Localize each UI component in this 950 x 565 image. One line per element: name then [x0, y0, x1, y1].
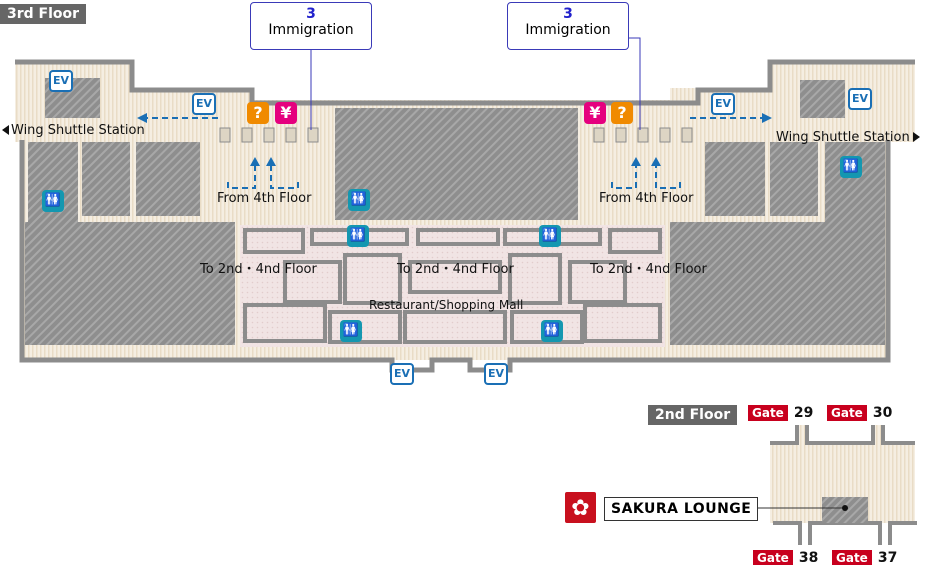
gate-badge: Gate: [748, 405, 788, 421]
restroom-icon: 🚻: [42, 190, 64, 212]
currency-exchange-icon: ¥: [584, 102, 606, 124]
immigration-label: Immigration: [525, 22, 611, 38]
second-floor-plan: [752, 425, 917, 545]
elevator-icon: EV: [848, 88, 872, 110]
gate-29: Gate 29: [748, 405, 813, 421]
gate-badge: Gate: [832, 550, 872, 565]
information-icon: ?: [247, 102, 269, 124]
gate-number: 37: [877, 550, 898, 565]
immigration-number: 3: [563, 6, 573, 22]
restaurant-mall-label: Restaurant/Shopping Mall: [369, 298, 524, 312]
third-floor-plan: [2, 37, 920, 373]
floor-label-2nd: 2nd Floor: [648, 405, 738, 425]
to-2nd-4th-floor-2: To 2nd・4nd Floor: [397, 262, 514, 277]
gate-number: 38: [798, 550, 819, 565]
elevator-icon: EV: [484, 363, 508, 385]
to-2nd-4th-floor-3: To 2nd・4nd Floor: [590, 262, 707, 277]
elevator-icon: EV: [711, 93, 735, 115]
floor-label-3rd: 3rd Floor: [0, 4, 87, 24]
gate-37: Gate 37: [832, 550, 897, 565]
restroom-icon: 🚻: [347, 225, 369, 247]
currency-exchange-icon: ¥: [275, 102, 297, 124]
information-icon: ?: [611, 102, 633, 124]
from-4th-floor-left: From 4th Floor: [217, 191, 312, 206]
gate-badge: Gate: [827, 405, 867, 421]
wing-shuttle-right-label: Wing Shuttle Station: [776, 130, 910, 145]
elevator-icon: EV: [192, 93, 216, 115]
gate-number: 30: [872, 405, 893, 421]
elevator-icon: EV: [49, 70, 73, 92]
sakura-lounge-logo: ✿: [565, 492, 596, 523]
immigration-number: 3: [306, 6, 316, 22]
restroom-icon: 🚻: [541, 320, 563, 342]
immigration-callout-left: 3 Immigration: [250, 2, 372, 50]
restroom-icon: 🚻: [340, 320, 362, 342]
elevator-icon: EV: [390, 363, 414, 385]
to-2nd-4th-floor-1: To 2nd・4nd Floor: [200, 262, 317, 277]
gate-30: Gate 30: [827, 405, 892, 421]
from-4th-floor-right: From 4th Floor: [599, 191, 694, 206]
gate-38: Gate 38: [753, 550, 818, 565]
sakura-lounge-label: SAKURA LOUNGE: [604, 497, 759, 521]
immigration-callout-right: 3 Immigration: [507, 2, 629, 50]
restroom-icon: 🚻: [539, 225, 561, 247]
immigration-label: Immigration: [268, 22, 354, 38]
gate-badge: Gate: [753, 550, 793, 565]
restroom-icon: 🚻: [840, 156, 862, 178]
wing-shuttle-left-label: Wing Shuttle Station: [11, 123, 145, 138]
gate-number: 29: [793, 405, 814, 421]
restroom-icon: 🚻: [348, 189, 370, 211]
